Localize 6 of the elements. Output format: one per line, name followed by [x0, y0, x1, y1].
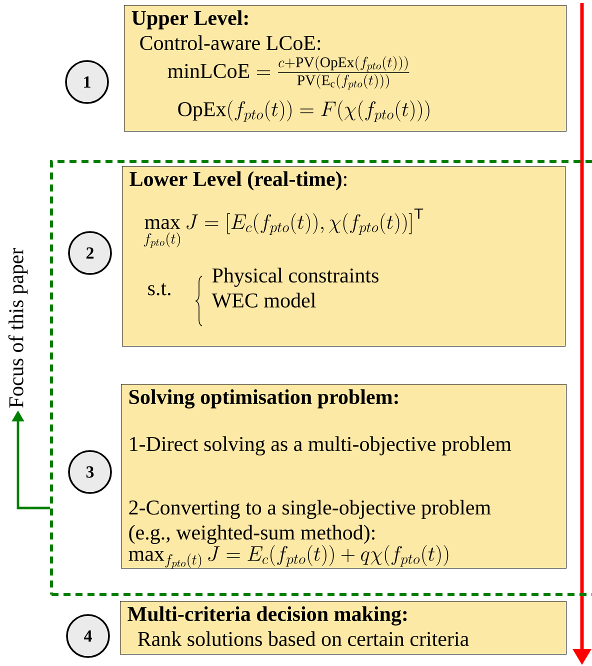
step-box: Upper Level: Control-aware LCoE: $\mathrm{minLCoE} = \frac{c+\mathrm{PV}(\mathrm{OpEx}(f_{pto}(t)))}{\mathrm{PV}(\mathrm{E_c}(f_{pto}(t)))}$ $\mathrm{OpEx}(f_{pto}(t)) = F(\chi(f_{pto}(t)))$ [124, 5, 567, 132]
step-box: Lower Level (real-time): $\max_{f_{pto}(t)} J = \left[E_c(f_{pto}(t)), \chi(f_{pto}(t))\right]^{\mathsf{T}}$ s.t. Physical constraints WEC model [122, 166, 566, 347]
vertical-label: Focus of this paper [8, 248, 28, 408]
step-box: Solving optimisation problem: 1-Direct solving as a multi-objective problem 2-Converting to a single-objective problem (e.g., weighted-sum method): $\max_{f_{pto}(t)} J = E_c(f_{pto}(t)) + q\chi(f_{pto}(t))$ [121, 384, 567, 569]
dashed-frame [50, 160, 592, 596]
step-box: Multi-criteria decision making: Rank solutions based on certain criteria [120, 601, 567, 655]
